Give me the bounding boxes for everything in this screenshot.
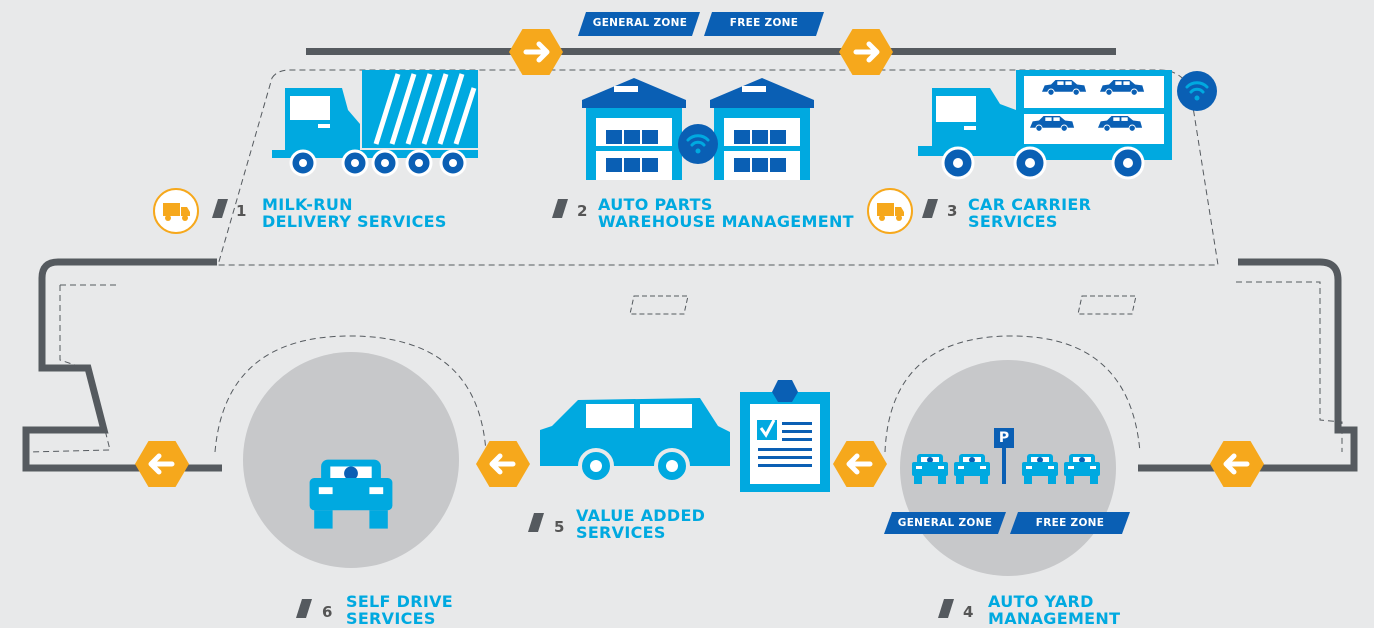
wifi-icon-carrier — [1175, 69, 1219, 113]
service-4-line-2: MANAGEMENT — [988, 609, 1121, 628]
warehouse-icon — [582, 78, 814, 180]
service-number-3: 3 — [947, 202, 958, 220]
service-5-line-1: VALUE ADDED — [576, 506, 706, 525]
service-6-line-1: SELF DRIVE — [346, 592, 454, 611]
service-6-line-2: SERVICES — [346, 609, 436, 628]
car-carrier-truck-icon — [918, 70, 1172, 180]
service-2-line-1: AUTO PARTS — [598, 195, 713, 214]
parking-yard-icon — [912, 428, 1100, 484]
service-4-line-1: AUTO YARD — [988, 592, 1094, 611]
service-3-line-1: CAR CARRIER — [968, 195, 1092, 214]
arrow-right-icon-2 — [839, 29, 893, 75]
value-added-car-icon — [540, 398, 730, 484]
service-number-6: 6 — [322, 603, 333, 621]
arrow-right-icon-1 — [509, 29, 563, 75]
yard-general-zone-label: GENERAL ZONE — [897, 517, 993, 529]
milk-run-badge-icon — [153, 188, 199, 234]
top-free-zone-label: FREE ZONE — [729, 17, 799, 29]
service-number-5: 5 — [554, 518, 565, 536]
service-label-auto-yard: AUTO YARD MANAGEMENT — [988, 593, 1120, 627]
service-3-line-2: SERVICES — [968, 212, 1058, 231]
car-carrier-badge-icon — [867, 188, 913, 234]
arrow-left-icon-3 — [833, 441, 887, 487]
yard-free-zone-label: FREE ZONE — [1035, 517, 1105, 529]
arrow-left-icon-2 — [476, 441, 530, 487]
service-label-auto-parts: AUTO PARTS WAREHOUSE MANAGEMENT — [598, 196, 854, 230]
service-label-value-added: VALUE ADDED SERVICES — [576, 507, 705, 541]
service-number-4: 4 — [963, 603, 974, 621]
top-general-zone-tab — [578, 12, 700, 36]
service-label-milk-run: MILK-RUN DELIVERY SERVICES — [262, 196, 447, 230]
service-number-2: 2 — [577, 202, 588, 220]
service-2-line-2: WAREHOUSE MANAGEMENT — [598, 212, 854, 231]
service-label-self-drive: SELF DRIVE SERVICES — [346, 593, 453, 627]
arrow-left-icon-1 — [135, 441, 189, 487]
service-1-line-2: DELIVERY SERVICES — [262, 212, 447, 231]
parking-sign: P — [998, 430, 1010, 446]
service-label-car-carrier: CAR CARRIER SERVICES — [968, 196, 1091, 230]
top-free-zone-tab — [704, 12, 824, 36]
top-general-zone-label: GENERAL ZONE — [592, 17, 688, 29]
service-1-line-1: MILK-RUN — [262, 195, 353, 214]
milk-run-truck-icon — [272, 70, 478, 177]
checklist-clipboard-icon — [740, 380, 830, 492]
service-5-line-2: SERVICES — [576, 523, 666, 542]
wifi-icon-warehouse — [676, 122, 720, 166]
arrow-left-icon-4 — [1210, 441, 1264, 487]
service-number-1: 1 — [236, 202, 247, 220]
